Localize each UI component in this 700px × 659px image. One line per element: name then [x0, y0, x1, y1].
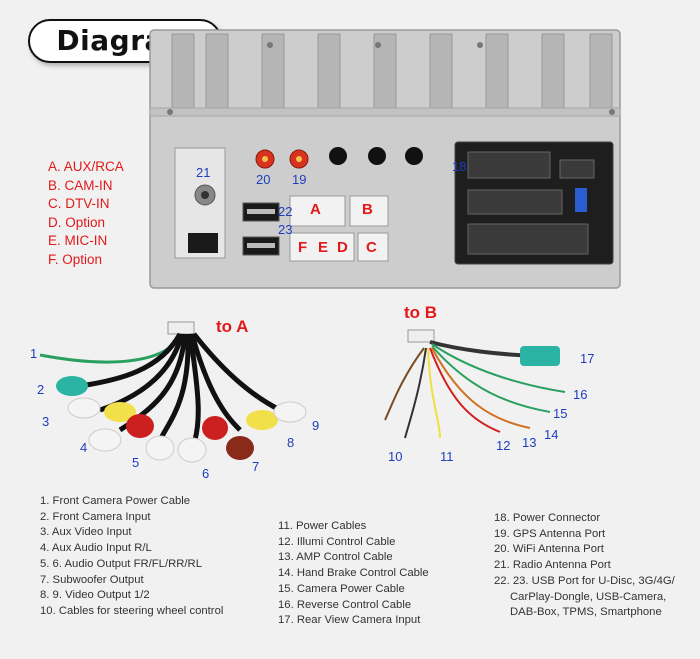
cable-number: 3	[42, 414, 50, 429]
connector-letter-a: A	[310, 201, 321, 218]
legend-column-3: 18. Power Connector 19. GPS Antenna Port…	[494, 511, 675, 621]
port-label: D. Option	[48, 214, 106, 230]
port-label: A. AUX/RCA	[48, 159, 124, 174]
legend-item: 13. AMP Control Cable	[278, 551, 393, 564]
harness-a	[39, 321, 307, 463]
legend-item: 22. 23. USB Port for U-Disc, 3G/4G/	[494, 574, 675, 587]
cable-number: 15	[553, 406, 568, 421]
connector-a	[289, 195, 346, 227]
cable-harness-illustration	[39, 321, 566, 463]
cable-number: 17	[580, 351, 595, 366]
legend-item: 5. 6. Audio Output FR/FL/RR/RL	[40, 557, 202, 570]
legend-item: 18. Power Connector	[494, 512, 601, 524]
cable-number: 4	[80, 440, 88, 455]
connector-c	[357, 232, 389, 262]
chassis-vents	[171, 33, 613, 115]
number-22: 22	[278, 204, 293, 219]
connector-fed	[289, 232, 355, 262]
cable-number: 10	[388, 449, 403, 464]
legend-item: 8. 9. Video Output 1/2	[40, 589, 150, 602]
port-label: C. DTV-IN	[48, 196, 110, 212]
legend-item: 19. GPS Antenna Port	[494, 527, 606, 540]
legend-item: 21. Radio Antenna Port	[494, 559, 611, 572]
cable-number: 13	[522, 435, 537, 450]
legend-item: 12. Illumi Control Cable	[278, 535, 396, 548]
cable-number: 12	[496, 438, 511, 453]
port-letter-legend: A. AUX/RCA B. CAM-IN C. DTV-IN D. Option…	[48, 158, 124, 270]
cable-number: 7	[252, 459, 260, 474]
cable-number: 6	[202, 466, 210, 481]
connector-letter-e: E	[318, 239, 329, 256]
number-18: 18	[452, 159, 467, 174]
harness-b	[384, 329, 566, 439]
number-21: 21	[196, 165, 211, 180]
legend-item: 1. Front Camera Power Cable	[40, 495, 191, 507]
cable-number: 16	[573, 387, 588, 402]
cable-number: 2	[37, 382, 45, 397]
harness-title-b: to B	[404, 303, 438, 322]
screw-holes	[167, 42, 615, 115]
legend-item: 4. Aux Audio Input R/L	[40, 542, 152, 555]
connector-letter-c: C	[366, 239, 377, 256]
legend-item: 16. Reverse Control Cable	[278, 598, 412, 611]
cable-number: 5	[132, 455, 140, 470]
cable-number: 8	[287, 435, 295, 450]
connector-letter-d: D	[337, 239, 348, 256]
legend-item: 10. Cables for steering wheel control	[40, 604, 224, 617]
legend-item: CarPlay-Dongle, USB-Camera,	[510, 590, 667, 603]
connector-letter-b: B	[362, 201, 373, 218]
number-20: 20	[256, 172, 271, 187]
port-label: F. Option	[48, 251, 103, 267]
legend-item: 7. Subwoofer Output	[40, 573, 144, 586]
legend-item: 2. Front Camera Input	[40, 510, 151, 523]
legend-column-2: 11. Power Cables 12. Illumi Control Cabl…	[278, 519, 429, 629]
legend-item: 17. Rear View Camera Input	[278, 614, 421, 627]
legend-item: 3. Aux Video Input	[40, 526, 132, 539]
harness-title-a: to A	[216, 317, 249, 336]
cable-number: 1	[30, 346, 38, 361]
cable-number: 14	[544, 427, 559, 442]
legend-column-1: 1. Front Camera Power Cable 2. Front Cam…	[40, 494, 223, 620]
port-label: B. CAM-IN	[48, 177, 113, 193]
legend-item: DAB-Box, TPMS, Smartphone	[510, 606, 662, 619]
legend-item: 15. Camera Power Cable	[278, 582, 405, 595]
connector-letter-f: F	[298, 239, 308, 256]
legend-item: 11. Power Cables	[278, 520, 367, 532]
cable-number: 9	[312, 418, 320, 433]
number-19: 19	[292, 172, 307, 187]
port-label: E. MIC-IN	[48, 233, 108, 249]
cable-number: 11	[440, 449, 454, 464]
head-unit-illustration	[149, 29, 621, 289]
legend-item: 20. WiFi Antenna Port	[494, 543, 604, 556]
number-23: 23	[278, 222, 293, 237]
connector-b	[349, 195, 389, 227]
legend-item: 14. Hand Brake Control Cable	[278, 567, 429, 580]
